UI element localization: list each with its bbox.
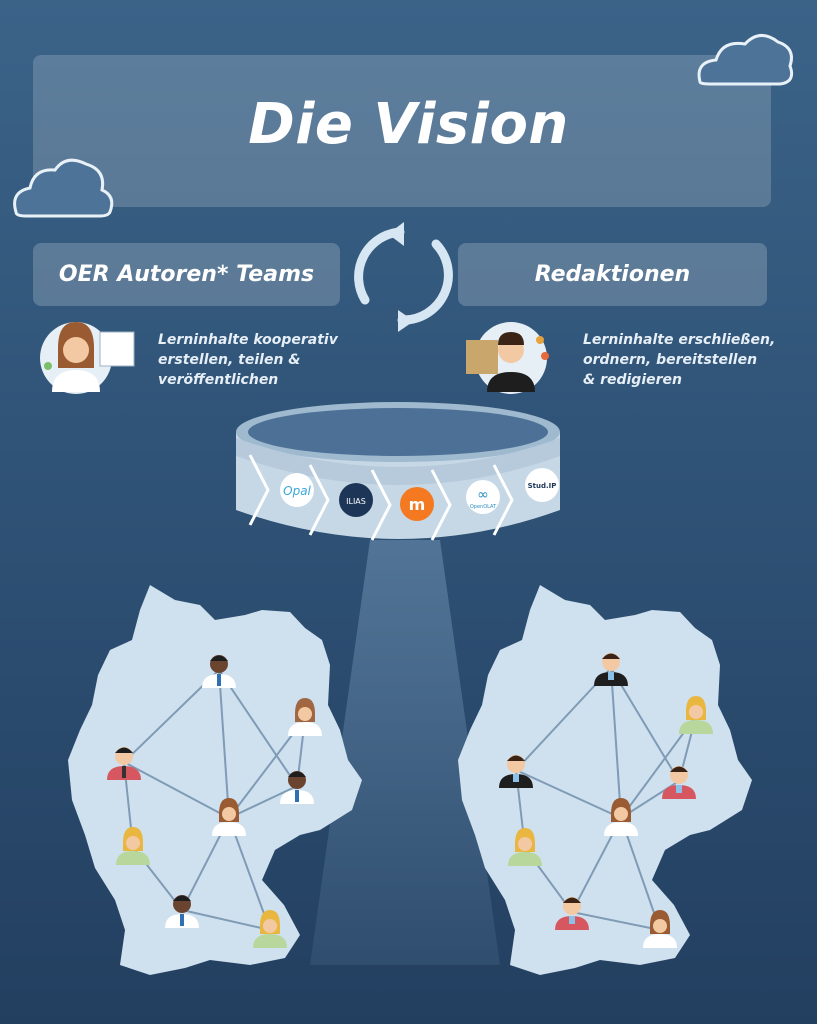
germany-map-left <box>68 585 362 975</box>
person-icon <box>288 698 322 736</box>
svg-text:Stud.IP: Stud.IP <box>528 482 557 490</box>
editor-avatar <box>466 322 549 394</box>
title-panel <box>33 55 771 207</box>
platform-logo-openolat: ∞ OpenOLAT <box>466 480 500 514</box>
svg-text:ILIAS: ILIAS <box>346 497 366 506</box>
person-icon <box>508 828 542 866</box>
cloud-icon <box>697 34 794 86</box>
germany-map-right <box>458 585 752 975</box>
person-icon <box>212 798 246 836</box>
editor-description-line: ordnern, bereitstellen <box>583 352 758 368</box>
person-icon <box>499 755 533 788</box>
platform-ring <box>236 402 560 541</box>
page-title: Die Vision <box>248 92 569 157</box>
oer-author-teams-label: OER Autoren* Teams <box>58 262 315 287</box>
person-icon <box>280 771 314 804</box>
svg-text:m: m <box>409 495 426 514</box>
editor-description-line: & redigieren <box>583 372 682 388</box>
author-description-line: erstellen, teilen & <box>158 352 301 368</box>
person-icon <box>555 897 589 930</box>
person-icon <box>643 910 677 948</box>
person-icon <box>679 696 713 734</box>
editorial-teams-label: Redaktionen <box>534 262 691 287</box>
cloud-icon <box>13 158 114 218</box>
platform-logo-moodle: m <box>400 487 434 521</box>
editor-description-line: Lerninhalte erschließen, <box>583 332 776 348</box>
oer-author-teams-box: OER Autoren* Teams <box>33 243 340 306</box>
editor-description: Lerninhalte erschließen, ordnern, bereit… <box>583 330 783 390</box>
author-description: Lerninhalte kooperativ erstellen, teilen… <box>158 330 358 390</box>
author-description-line: Lerninhalte kooperativ <box>158 332 338 348</box>
person-icon <box>662 766 696 799</box>
person-icon <box>107 747 141 780</box>
platform-logo-ilias: ILIAS <box>339 483 373 517</box>
person-icon <box>165 895 199 928</box>
author-description-line: veröffentlichen <box>158 372 279 388</box>
platform-logo-opal: Opal <box>280 473 314 507</box>
editorial-teams-box: Redaktionen <box>458 243 767 306</box>
svg-text:OpenOLAT: OpenOLAT <box>470 504 497 510</box>
platform-logo-studip: Stud.IP <box>525 468 559 502</box>
person-icon <box>253 910 287 948</box>
person-icon <box>604 798 638 836</box>
person-icon <box>594 653 628 686</box>
person-icon <box>116 827 150 865</box>
projection-beam <box>310 540 500 965</box>
svg-text:∞: ∞ <box>477 487 489 503</box>
person-icon <box>202 655 236 688</box>
author-avatar <box>40 322 135 394</box>
svg-text:Opal: Opal <box>283 484 311 498</box>
